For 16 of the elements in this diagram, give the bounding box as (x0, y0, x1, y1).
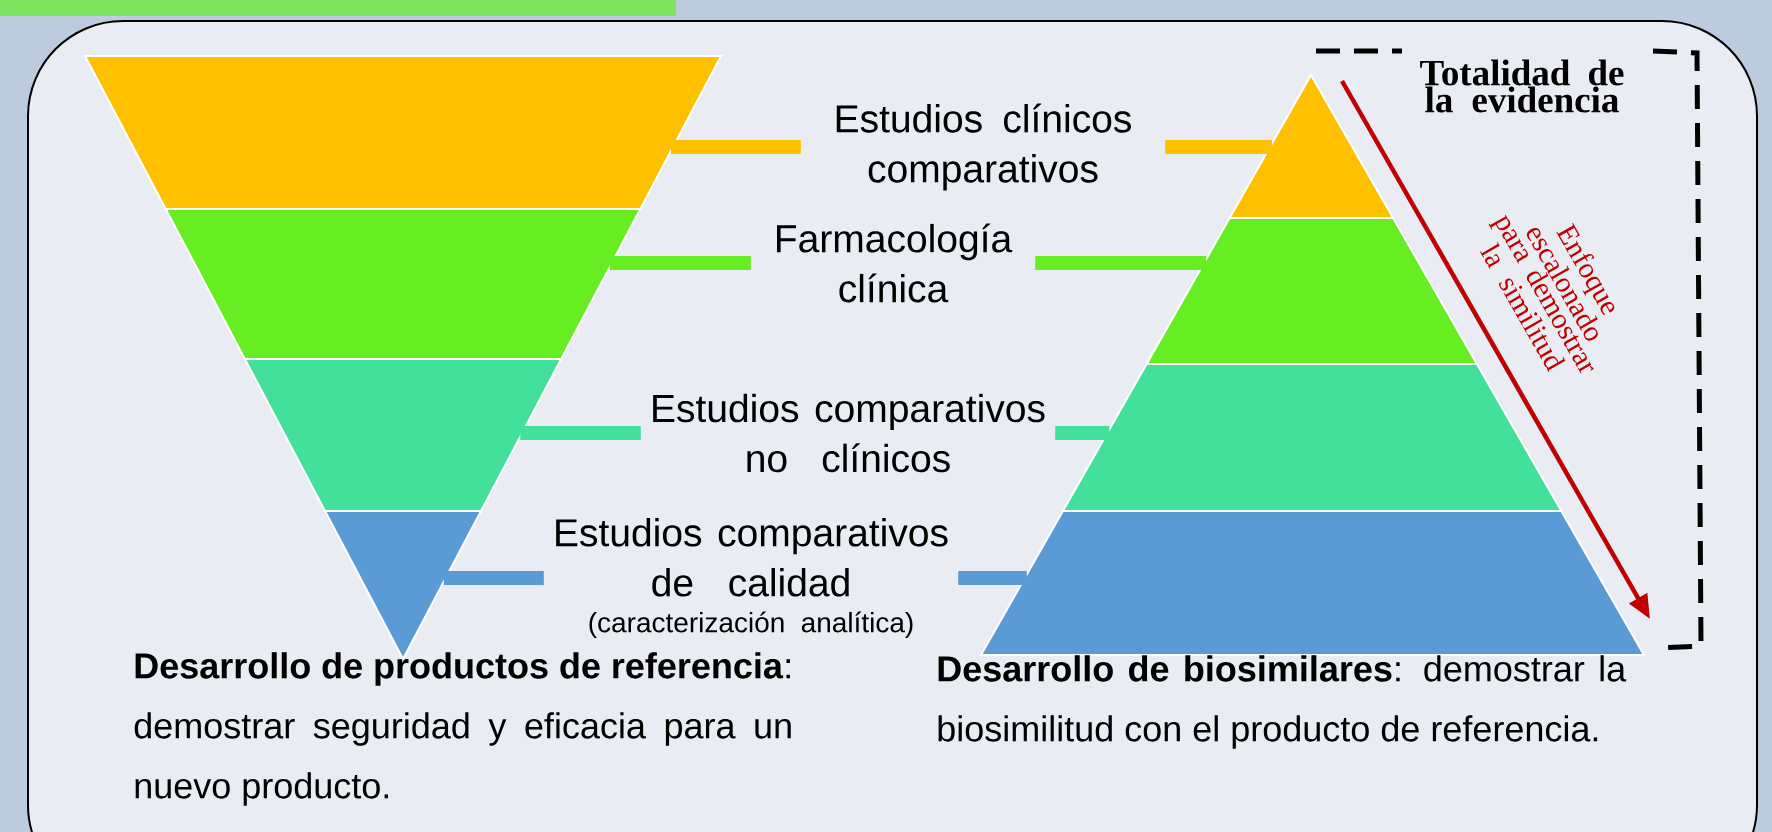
level-label: Farmacología clínica (777, 223, 1013, 303)
connector-line (520, 426, 641, 440)
connector-line (1165, 140, 1272, 154)
connector-line (1035, 256, 1207, 270)
connector-line (958, 571, 1027, 585)
description-text: Desarrollo de productos de referencia: demostrar seguridad y eficacia para un nuevo producto. (134, 652, 791, 806)
trapezoid-level (243, 358, 563, 512)
connector-line (609, 256, 751, 270)
level-label: Estudios comparativos de calidad (caracterización analítica) (556, 517, 948, 639)
trapezoid-level (164, 208, 642, 360)
connector-line (1055, 426, 1110, 440)
heading-text: Totalidad de la evidencia (1420, 59, 1624, 113)
connector-line (671, 140, 801, 154)
level-label: Estudios clínicos comparativos (836, 103, 1131, 191)
connector-line (443, 571, 544, 585)
level-label: Estudios comparativos no clínicos (653, 393, 1045, 473)
